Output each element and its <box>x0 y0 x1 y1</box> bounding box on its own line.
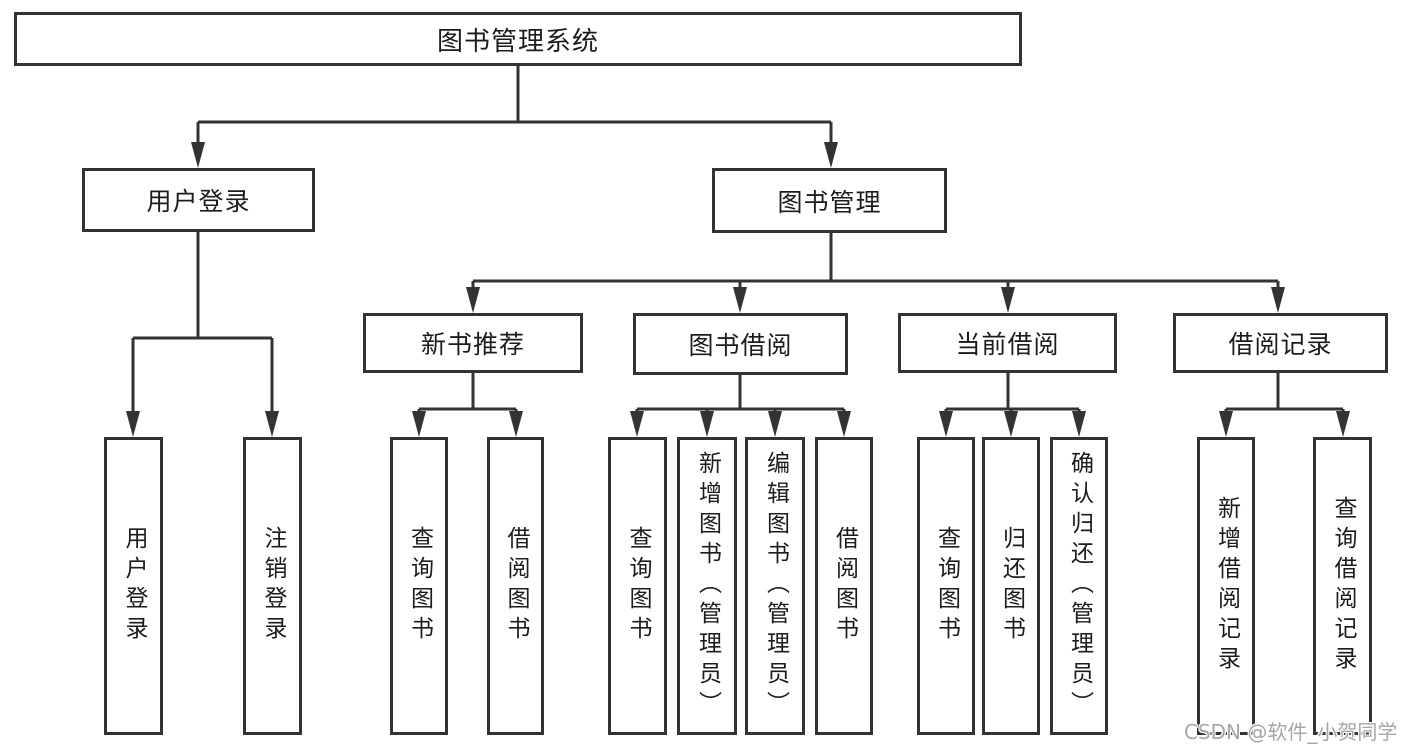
node-book-management: 图书管理 <box>712 168 947 233</box>
node-user-login-label: 用户登录 <box>146 187 251 216</box>
leaf-add-borrow-record: 新增借阅记录 <box>1197 437 1255 735</box>
csdn-watermark: CSDN @软件_小贺同学 <box>1184 720 1398 744</box>
leaf-borrow-books-1: 借阅图书 <box>487 437 544 735</box>
node-root: 图书管理系统 <box>14 12 1022 66</box>
leaf-query-books-1: 查询图书 <box>390 437 448 735</box>
leaf-confirm-return-admin: 确认归还（管理员） <box>1050 437 1108 735</box>
node-current-borrow: 当前借阅 <box>898 313 1117 373</box>
node-root-label: 图书管理系统 <box>436 26 599 57</box>
node-book-borrow-label: 图书借阅 <box>688 331 793 360</box>
node-new-book-recommend-label: 新书推荐 <box>420 330 525 359</box>
leaf-logout: 注销登录 <box>243 437 302 735</box>
leaf-query-borrow-record: 查询借阅记录 <box>1313 437 1372 735</box>
node-current-borrow-label: 当前借阅 <box>955 330 1060 359</box>
leaf-user-login: 用户登录 <box>104 437 163 735</box>
node-book-management-label: 图书管理 <box>777 187 882 217</box>
node-book-borrow: 图书借阅 <box>633 313 848 375</box>
leaf-query-books-3: 查询图书 <box>917 437 975 735</box>
node-new-book-recommend: 新书推荐 <box>363 313 583 373</box>
arrowheads <box>126 142 1350 437</box>
leaf-edit-books-admin: 编辑图书（管理员） <box>745 437 805 735</box>
node-user-login: 用户登录 <box>82 168 315 232</box>
node-borrow-records: 借阅记录 <box>1173 313 1388 373</box>
node-borrow-records-label: 借阅记录 <box>1228 330 1333 359</box>
leaf-query-books-2: 查询图书 <box>608 437 667 735</box>
leaf-add-books-admin: 新增图书（管理员） <box>677 437 737 735</box>
leaf-borrow-books-2: 借阅图书 <box>815 437 873 735</box>
leaf-return-books: 归还图书 <box>982 437 1040 735</box>
